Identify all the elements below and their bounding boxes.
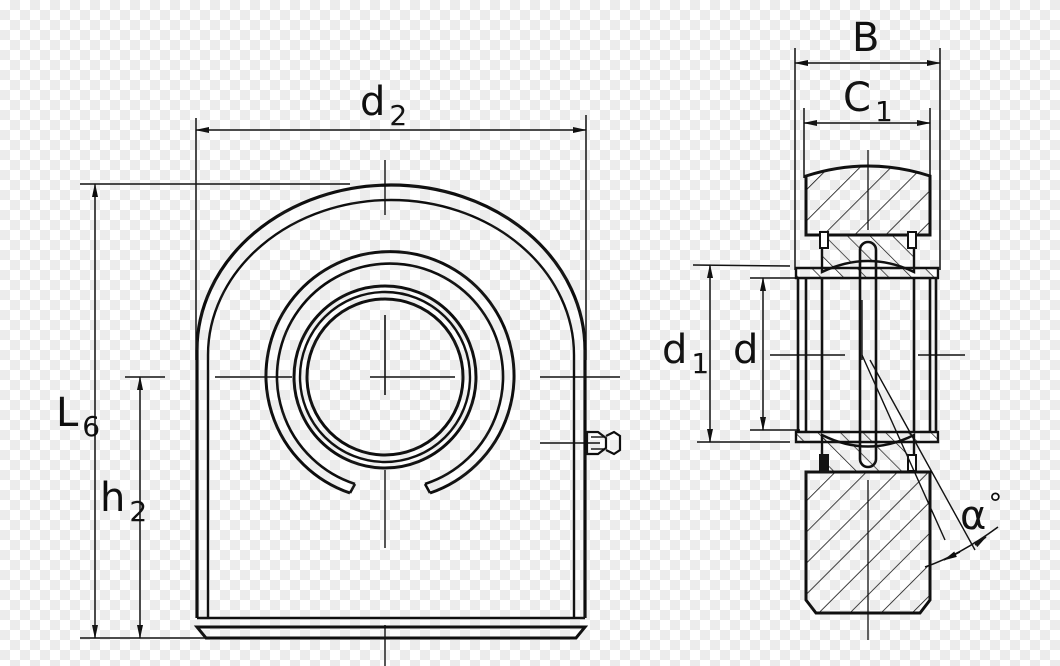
label-d: d <box>733 327 759 373</box>
bore-ring-outer <box>264 250 516 495</box>
bearing-mid-ring <box>298 290 472 464</box>
label-B: B <box>852 15 880 61</box>
inner-ring-top <box>794 266 940 280</box>
grease-nipple <box>585 430 622 456</box>
section-dimensions <box>692 48 999 568</box>
inner-ring-bottom <box>794 430 940 444</box>
front-view <box>193 160 620 666</box>
housing-inner-outline <box>206 198 576 618</box>
front-dimensions <box>80 115 587 639</box>
outer-ring-top <box>820 233 916 274</box>
label-alpha: α° <box>960 487 1003 539</box>
housing-base <box>193 625 589 640</box>
bearing-bore <box>305 297 465 457</box>
section-view <box>770 150 976 640</box>
bearing-outer-ring <box>292 284 478 470</box>
housing-outline <box>195 183 587 618</box>
bore-ring-inner <box>275 262 505 486</box>
